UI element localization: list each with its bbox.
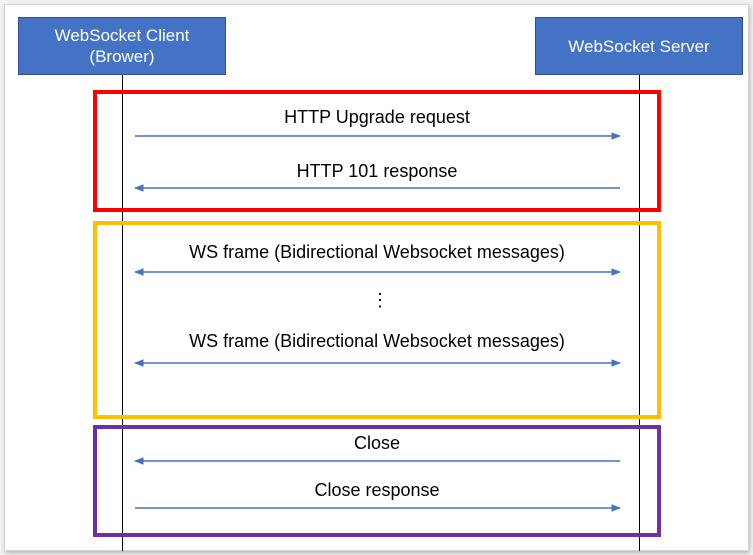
close-response-label: Close response xyxy=(314,480,440,500)
ws-frame-label-2: WS frame (Bidirectional Websocket messag… xyxy=(189,331,565,351)
handshake-frame xyxy=(93,90,661,212)
websocket-server-box: WebSocket Server xyxy=(535,17,743,75)
ws-frame-label-1: WS frame (Bidirectional Websocket messag… xyxy=(189,242,565,262)
server-lifeline xyxy=(639,75,640,551)
server-title: WebSocket Server xyxy=(568,36,710,56)
close-label: Close xyxy=(353,433,401,453)
message-arrows xyxy=(134,132,621,512)
http-101-response-label: HTTP 101 response xyxy=(296,161,458,181)
client-title: WebSocket Client xyxy=(54,26,190,45)
client-subtitle: (Brower) xyxy=(89,47,155,66)
closing-frame xyxy=(93,425,661,537)
upgrade-request-label: HTTP Upgrade request xyxy=(284,107,470,127)
sequence-diagram: WebSocket Client (Brower) WebSocket Serv… xyxy=(4,4,749,551)
client-lifeline xyxy=(122,75,123,551)
data-transfer-frame xyxy=(93,221,661,419)
ellipsis: ⋮ xyxy=(371,290,389,310)
websocket-client-box: WebSocket Client (Brower) xyxy=(18,17,226,75)
